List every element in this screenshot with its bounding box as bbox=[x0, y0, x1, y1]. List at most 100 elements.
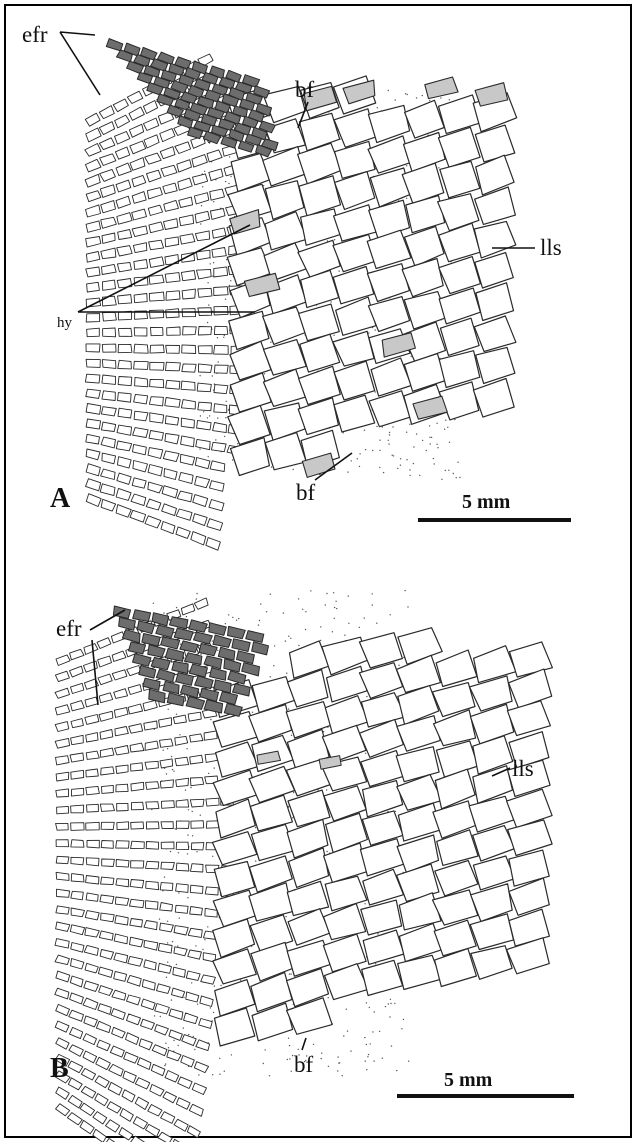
stipple-dot bbox=[166, 977, 167, 978]
scale-label-b: 5 mm bbox=[444, 1069, 493, 1091]
fin-ray-segment bbox=[149, 397, 163, 406]
stipple-dot bbox=[269, 1075, 270, 1076]
fin-ray-segment bbox=[146, 901, 158, 910]
stipple-dot bbox=[410, 356, 411, 357]
stipple-dot bbox=[401, 1028, 402, 1029]
stipple-dot bbox=[326, 789, 327, 790]
fin-ray-segment bbox=[56, 906, 69, 914]
hy-label-a: hy bbox=[57, 315, 73, 331]
fin-ray-segment bbox=[116, 841, 129, 849]
fin-ray-segment bbox=[146, 782, 160, 790]
stipple-dot bbox=[389, 432, 390, 433]
fin-ray-segment bbox=[134, 328, 147, 336]
fin-ray-segment bbox=[56, 789, 69, 797]
fin-ray-segment bbox=[150, 345, 164, 353]
stipple-dot bbox=[438, 167, 439, 168]
stipple-dot bbox=[212, 1074, 213, 1075]
stipple-dot bbox=[165, 1063, 166, 1064]
fin-ray-segment bbox=[101, 407, 116, 416]
stipple-dot bbox=[231, 1054, 232, 1055]
stipple-dot bbox=[266, 611, 267, 612]
fin-ray-segment bbox=[100, 895, 114, 904]
stipple-dot bbox=[321, 1053, 322, 1054]
fin-ray-segment bbox=[181, 418, 194, 428]
fin-ray-segment bbox=[198, 346, 212, 354]
fin-ray-segment bbox=[87, 328, 100, 337]
stipple-dot bbox=[394, 1003, 395, 1004]
fin-ray-segment bbox=[116, 879, 129, 887]
stipple-dot bbox=[369, 1007, 370, 1008]
stipple-dot bbox=[457, 462, 458, 463]
fin-ray-segment bbox=[205, 887, 218, 895]
fin-ray-segment bbox=[85, 374, 100, 383]
bf-bottom-label-a: bf bbox=[296, 480, 316, 505]
fin-ray-segment bbox=[134, 411, 148, 421]
fin-ray-segment bbox=[160, 780, 173, 788]
efr-label-b: efr bbox=[56, 616, 82, 641]
panel-b-letter: B bbox=[50, 1053, 69, 1084]
fin-ray-segment bbox=[162, 801, 175, 809]
stipple-dot bbox=[390, 1003, 391, 1004]
stipple-dot bbox=[200, 815, 201, 816]
stipple-dot bbox=[212, 375, 213, 376]
fin-ray-segment bbox=[181, 271, 195, 281]
stipple-dot bbox=[198, 1074, 199, 1075]
fin-ray-segment bbox=[57, 806, 69, 813]
fin-ray-segment bbox=[149, 292, 164, 301]
fin-ray-segment bbox=[149, 431, 164, 441]
fin-ray-segment bbox=[176, 863, 189, 871]
stipple-dot bbox=[168, 1047, 169, 1048]
fin-ray-segment bbox=[101, 913, 115, 922]
stipple-dot bbox=[440, 97, 441, 98]
fin-ray-segment bbox=[86, 822, 100, 830]
stipple-dot bbox=[400, 458, 401, 459]
stipple-dot bbox=[385, 1006, 386, 1007]
fin-ray-segment bbox=[166, 345, 180, 353]
stipple-dot bbox=[260, 603, 261, 604]
fin-ray-segment bbox=[176, 800, 188, 807]
stipple-dot bbox=[376, 426, 377, 427]
stipple-dot bbox=[348, 623, 349, 624]
fin-ray-segment bbox=[130, 880, 144, 888]
fin-ray-segment bbox=[103, 280, 116, 290]
fin-ray-segment bbox=[182, 289, 195, 299]
stipple-dot bbox=[225, 181, 226, 182]
stipple-dot bbox=[388, 440, 389, 441]
stipple-dot bbox=[290, 973, 291, 974]
fin-ray-segment bbox=[166, 362, 181, 371]
stipple-dot bbox=[347, 471, 348, 472]
fin-ray-segment bbox=[135, 377, 148, 386]
fin-ray-segment bbox=[150, 413, 164, 423]
stipple-dot bbox=[209, 415, 210, 416]
stipple-dot bbox=[240, 980, 241, 981]
stipple-dot bbox=[334, 607, 335, 608]
stipple-dot bbox=[186, 748, 187, 749]
stipple-dot bbox=[212, 856, 213, 857]
fin-ray-segment bbox=[131, 802, 143, 810]
stipple-dot bbox=[293, 469, 294, 470]
stipple-dot bbox=[288, 1038, 289, 1039]
fin-ray-segment bbox=[176, 821, 189, 828]
stipple-dot bbox=[185, 789, 186, 790]
fin-ray-segment bbox=[102, 375, 116, 384]
fin-ray-segment bbox=[183, 327, 197, 335]
fin-ray-segment bbox=[86, 893, 98, 901]
fin-ray-segment bbox=[87, 282, 100, 292]
stipple-dot bbox=[372, 450, 373, 451]
stipple-dot bbox=[334, 239, 335, 240]
fin-ray-segment bbox=[165, 398, 180, 408]
stipple-dot bbox=[213, 1012, 214, 1013]
fin-ray-segment bbox=[118, 344, 132, 352]
fin-ray-segment bbox=[118, 295, 132, 304]
fin-ray-segment bbox=[118, 393, 132, 403]
fin-ray-segment bbox=[199, 364, 213, 373]
stipple-dot bbox=[335, 601, 336, 602]
fin-ray-segment bbox=[134, 361, 149, 369]
stipple-dot bbox=[197, 1004, 198, 1005]
fin-ray-segment bbox=[101, 822, 114, 829]
stipple-dot bbox=[339, 1062, 340, 1063]
fin-ray-segment bbox=[56, 772, 69, 781]
stipple-dot bbox=[293, 792, 294, 793]
stipple-dot bbox=[445, 470, 446, 471]
stipple-dot bbox=[214, 767, 215, 768]
